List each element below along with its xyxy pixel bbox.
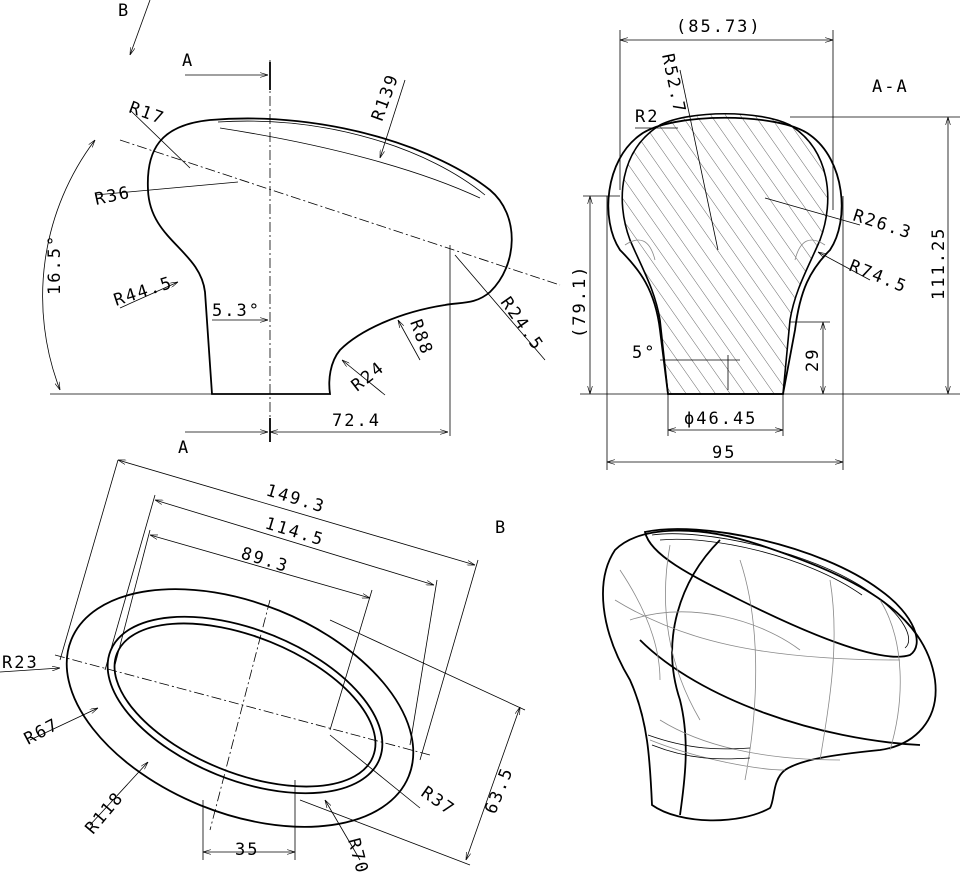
view-b-title: B	[495, 518, 507, 538]
r37-leader	[329, 734, 421, 809]
angle-5-label: 5°	[632, 343, 656, 363]
top-view: B 149.3 114.5 89.3 R23 R67 R118 35 R70 R…	[0, 459, 526, 877]
r88-leader	[398, 320, 421, 361]
r67-label: R67	[21, 715, 63, 750]
width-95-label: 95	[712, 443, 736, 463]
r67-leader	[29, 708, 98, 741]
ext-114-l	[104, 494, 156, 671]
r44-5-label: R44.5	[111, 273, 175, 311]
r24-label: R24	[348, 358, 389, 396]
len-35-label: 35	[235, 840, 259, 860]
height-79-1-label: (79.1)	[570, 265, 590, 338]
iso-rim-inner	[651, 533, 909, 649]
side-axis-line	[119, 139, 561, 286]
width-63-5-label: 63.5	[481, 764, 518, 817]
r44-5-leader	[119, 282, 178, 309]
r17-label: R17	[126, 98, 167, 129]
iso-wireframe-lines	[614, 544, 901, 781]
ext-89-l	[114, 529, 151, 666]
iso-body-edge	[639, 639, 921, 746]
r88-label: R88	[405, 317, 436, 358]
ext-63-t	[329, 619, 526, 711]
len-89-3-label: 89.3	[239, 544, 292, 577]
angle-16-5-label: 16.5°	[45, 234, 65, 295]
height-29-label: 29	[803, 348, 823, 372]
ext-149-l	[59, 459, 119, 661]
r24-leader	[342, 360, 386, 396]
iso-rim-inner-2	[659, 538, 863, 596]
angle-16-5-arc	[42, 140, 95, 390]
r24-5-label: R24.5	[496, 293, 547, 355]
rim-inner	[113, 622, 377, 788]
r36-label: R36	[93, 183, 133, 210]
section-tangent-lines	[624, 239, 826, 261]
section-label-top: A	[182, 51, 194, 71]
r52-7-leader	[679, 69, 719, 251]
len-72-4-label: 72.4	[332, 411, 381, 431]
dim-89-3-line	[150, 535, 370, 598]
ext-149-r	[419, 559, 479, 761]
dim-149-3-line	[118, 459, 475, 566]
top-minor-axis	[209, 599, 271, 831]
ext-63-b	[299, 799, 471, 866]
r52-7-label: R52.7	[657, 52, 689, 116]
side-profile	[146, 117, 513, 395]
r139-leader	[379, 79, 406, 158]
r24-5-leader	[454, 254, 546, 361]
side-view: B A A R17 R139 R36 16.5° R44.5 5.3° R88 …	[42, 0, 561, 458]
r74-5-leader	[818, 252, 871, 281]
iso-rim-outer	[643, 528, 918, 658]
iso-silhouette-edge	[671, 539, 721, 816]
dim-85-73-label: (85.73)	[676, 17, 762, 37]
r26-3-leader	[764, 197, 861, 226]
section-hatched-area	[621, 112, 829, 395]
r36-leader	[94, 181, 239, 196]
r70-leader	[325, 800, 361, 861]
section-label-bottom: A	[178, 438, 190, 458]
len-114-5-label: 114.5	[263, 514, 327, 551]
view-b-arrow	[130, 0, 151, 55]
ext-89-r	[329, 589, 373, 731]
r118-leader	[89, 762, 148, 826]
r17-leader	[129, 109, 191, 169]
r70-label: R70	[343, 836, 372, 877]
r23-label: R23	[2, 653, 39, 673]
r74-5-label: R74.5	[846, 256, 910, 297]
r139-label: R139	[368, 71, 404, 124]
rim-outer	[106, 615, 384, 795]
angle-5-3-label: 5.3°	[212, 301, 261, 321]
dia-46-45-label: ϕ46.45	[684, 409, 757, 429]
iso-neck-lines	[647, 734, 751, 760]
height-111-25-label: 111.25	[929, 227, 949, 300]
r37-label: R37	[417, 783, 459, 820]
r23-leader	[0, 668, 60, 673]
dim-63-5-line	[465, 707, 521, 860]
r118-label: R118	[82, 788, 129, 838]
view-b-label: B	[118, 1, 130, 21]
section-view: (85.73) A-A R52.7 R2 R26.3 R74.5 111.25 …	[570, 17, 960, 470]
r26-3-label: R26.3	[850, 206, 914, 244]
isometric-view	[602, 528, 937, 822]
side-top-edge	[217, 120, 486, 199]
ext-114-r	[409, 579, 438, 746]
iso-outline	[602, 529, 937, 822]
r2-label: R2	[635, 107, 659, 127]
outer-ellipse	[65, 588, 415, 828]
section-title: A-A	[872, 77, 909, 97]
